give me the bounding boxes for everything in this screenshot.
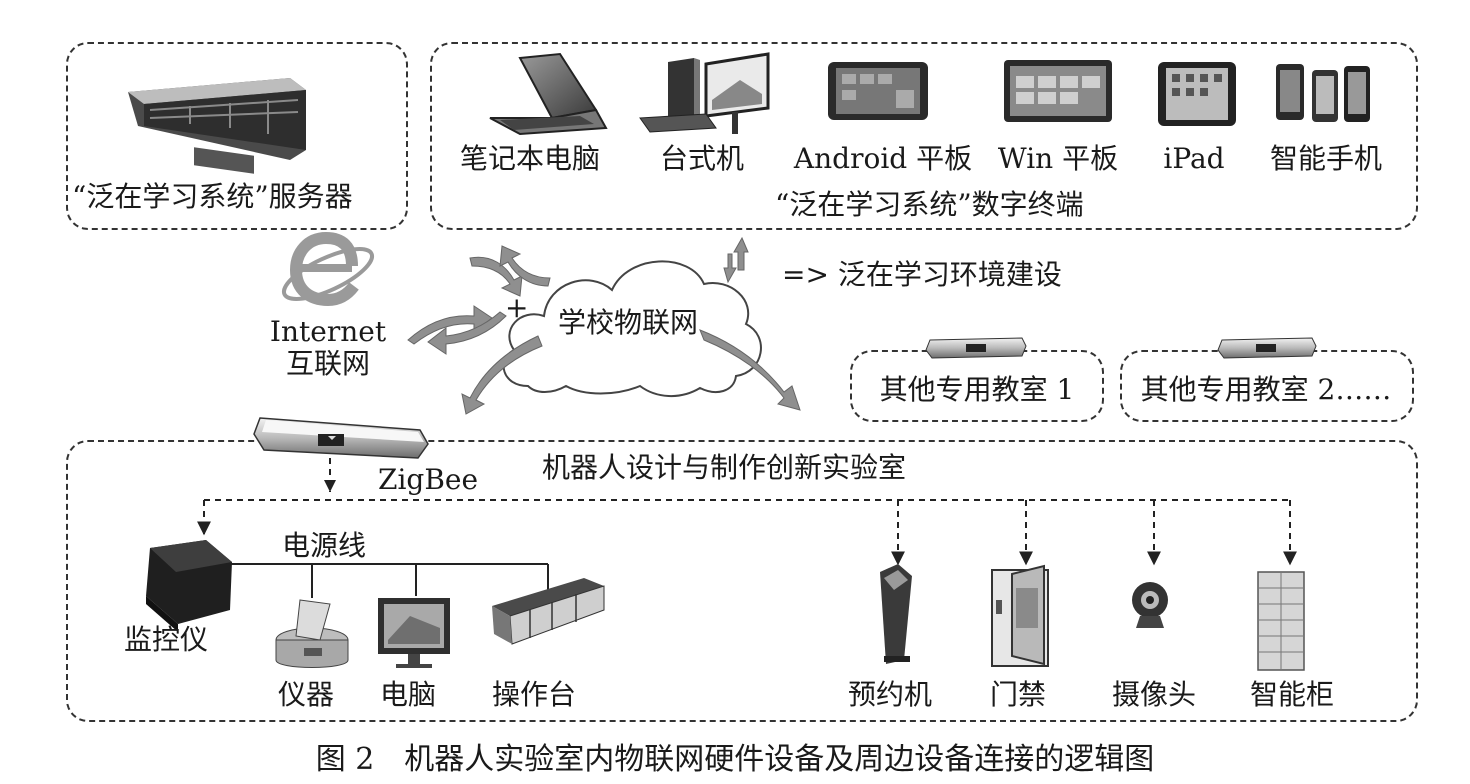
desktop-computer-icon [639,52,770,134]
terminal-label-ipad: iPad [1163,142,1225,175]
kiosk-icon [880,564,912,664]
zigbee-gateway-icon [253,417,429,459]
computer-monitor-icon [378,598,450,668]
lab-box [66,440,1418,722]
terminals-caption: “泛在学习系统”数字终端 [775,188,1084,221]
terminal-label-desktop: 台式机 [659,142,745,175]
zigbee-label: ZigBee [378,463,479,496]
internet-label: Internet [269,315,387,348]
internet-cn-label: 互联网 [285,347,371,380]
windows-tablet-icon [1004,60,1112,122]
device-label-door-access: 门禁 [989,678,1047,711]
android-tablet-icon [828,62,928,120]
internet-explorer-icon [281,231,375,307]
instrument-icon [275,599,349,668]
smart-locker-icon [1257,571,1305,671]
device-label-monitor: 监控仪 [124,623,209,656]
device-label-smart-locker: 智能柜 [1249,678,1335,711]
device-label-webcam: 摄像头 [1111,678,1197,711]
smartphones-icon [1276,64,1370,122]
other-room-1-label: 其他专用教室 1 [879,373,1075,406]
device-label-instrument: 仪器 [277,678,335,711]
laptop-icon [489,52,608,136]
terminals-box [430,42,1418,230]
device-label-workbench: 操作台 [491,678,577,711]
figure-caption: 图 2 机器人实验室内物联网硬件设备及周边设备连接的逻辑图 [315,742,1155,777]
terminal-label-smartphone: 智能手机 [1269,142,1383,175]
cloud-label: 学校物联网 [558,306,699,339]
device-label-kiosk: 预约机 [847,678,933,711]
monitor-device-icon [146,540,232,632]
terminal-label-win-tablet: Win 平板 [997,142,1119,175]
other-room-2-label: 其他专用教室 2…… [1140,373,1392,406]
door-access-icon [991,564,1049,667]
terminal-label-android-tablet: Android 平板 [793,142,973,175]
gateway-device-room1-icon [925,337,1027,359]
gateway-device-room2-icon [1217,337,1317,359]
workbench-icon [492,578,605,645]
environment-note: => 泛在学习环境建设 [782,258,1062,291]
cloud-plus-sign: + [505,291,529,324]
power-line-label: 电源线 [282,529,367,562]
ipad-icon [1158,62,1236,126]
server-icon [128,78,306,174]
webcam-icon [1132,582,1168,628]
terminal-label-laptop: 笔记本电脑 [459,142,601,175]
lab-title: 机器人设计与制作创新实验室 [542,451,907,484]
server-label: “泛在学习系统”服务器 [72,180,353,213]
device-label-computer: 电脑 [379,678,437,711]
server-box [66,42,408,230]
cloud-shape [502,260,762,398]
